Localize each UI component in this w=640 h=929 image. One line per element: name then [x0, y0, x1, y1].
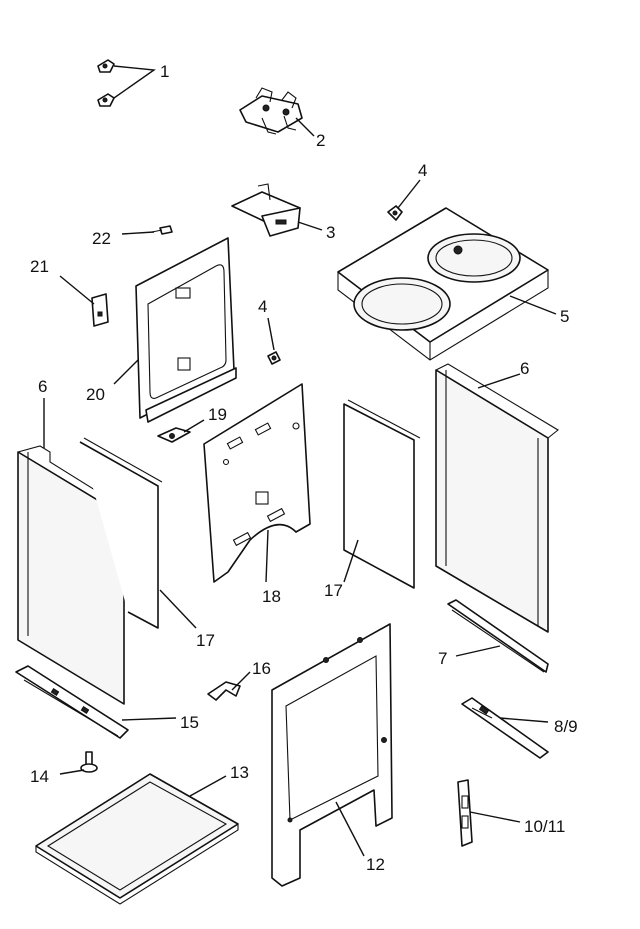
part-1-clips	[97, 59, 115, 107]
callout-10-11: 10/11	[524, 817, 565, 836]
callout-14: 14	[30, 767, 49, 786]
callout-16: 16	[252, 659, 271, 678]
part-16-l-bracket	[207, 681, 241, 701]
callout-5: 5	[560, 307, 569, 326]
callout-3: 3	[326, 223, 335, 242]
part-20-rear-panel	[135, 237, 237, 423]
callout-20: 20	[86, 385, 105, 404]
part-2-bracket-assembly	[239, 87, 303, 135]
callout-1: 1	[160, 62, 169, 81]
callout-6-left: 6	[38, 377, 47, 396]
part-7-side-rail	[447, 599, 549, 673]
part-19-bracket	[157, 427, 191, 443]
leader-lines	[43, 65, 557, 857]
callout-15: 15	[180, 713, 199, 732]
callout-21: 21	[30, 257, 49, 276]
callout-7: 7	[438, 649, 447, 668]
part-22-screw	[151, 225, 173, 235]
callout-labels: 1 2 3 4 5 4 22 21 20 19 18 17 6 6 17 7 8…	[30, 62, 578, 874]
callout-17-center: 17	[324, 581, 343, 600]
callout-12: 12	[366, 855, 385, 874]
callout-8-9: 8/9	[554, 717, 578, 736]
callout-4-lower: 4	[258, 297, 267, 316]
part-5-burner-box	[337, 207, 549, 361]
part-17-insulation-panel-center	[343, 399, 421, 589]
part-6-side-panel-right	[435, 363, 559, 633]
part-12-front-frame	[271, 623, 393, 887]
part-15-front-rail	[15, 665, 129, 739]
callout-19: 19	[208, 405, 227, 424]
part-18-back-panel	[203, 383, 311, 583]
part-4-grommet-upper	[387, 205, 403, 221]
callout-18: 18	[262, 587, 281, 606]
callout-17-left: 17	[196, 631, 215, 650]
part-4-grommet-lower	[267, 351, 281, 365]
part-21-plate	[91, 293, 109, 327]
callout-13: 13	[230, 763, 249, 782]
callout-2: 2	[316, 131, 325, 150]
part-3-mounting-bracket	[231, 183, 301, 237]
part-17-insulation-panel-left	[79, 437, 163, 629]
callout-4-upper: 4	[418, 161, 427, 180]
callout-22: 22	[92, 229, 111, 248]
part-13-bottom-tray	[35, 773, 239, 905]
part-14-leveling-leg	[80, 751, 98, 773]
part-10-11-hinge	[457, 779, 473, 847]
part-8-9-slide-rail	[461, 697, 549, 759]
callout-6-right: 6	[520, 359, 529, 378]
